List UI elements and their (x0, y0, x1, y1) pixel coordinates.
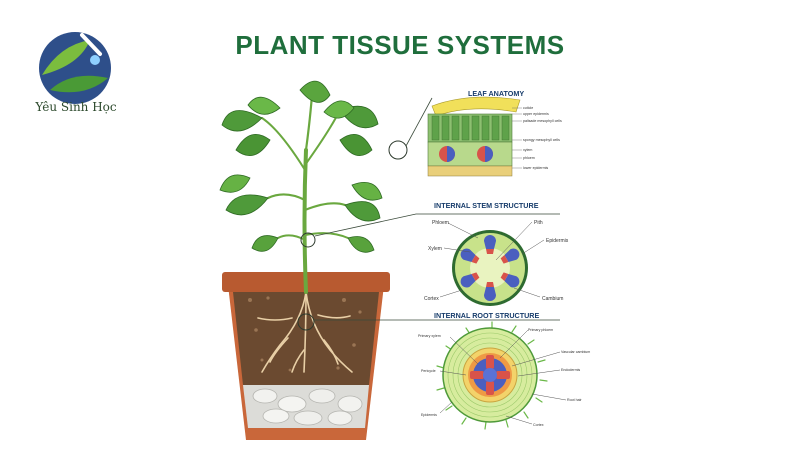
leaf-anatomy-heading: LEAF ANATOMY (468, 89, 524, 98)
leaf-label-xylem: xylem (523, 148, 532, 152)
stem-label-xylem: Xylem (428, 246, 442, 252)
plant-pot (222, 272, 390, 440)
root-label-epidermis: Epidermis (421, 413, 437, 417)
plant-stems (262, 95, 348, 292)
root-label-cortex: Cortex (533, 423, 544, 427)
root-label-vascular-cambium: Vascular cambium (561, 350, 590, 354)
leaf-label-cuticle: cuticle (523, 106, 533, 110)
root-structure-heading: INTERNAL ROOT STRUCTURE (434, 311, 539, 320)
root-label-endodermis: Endodermis (561, 368, 580, 372)
stem-label-epidermis: Epidermis (546, 238, 569, 244)
root-cross-section (437, 322, 547, 429)
gravel-stone (294, 411, 322, 425)
stem-label-cambium: Cambium (542, 296, 563, 302)
root-label-root-hair: Root hair (567, 398, 582, 402)
root-label-primary-phloem: Primary phloem (528, 328, 553, 332)
gravel-stone (309, 389, 335, 403)
stem-label-phloem: Phloem (432, 220, 449, 226)
leaf-label-upper-epidermis: upper epidermis (523, 112, 549, 116)
leaf-label-palisade: palisade mesophyll cells (523, 119, 562, 123)
stem-cross-section (452, 230, 528, 306)
leaf-label-phloem: phloem (523, 156, 535, 160)
leaf-anatomy-labels: cuticle upper epidermis palisade mesophy… (512, 106, 562, 170)
stem-structure-heading: INTERNAL STEM STRUCTURE (434, 201, 539, 210)
gravel-stone (328, 411, 352, 425)
gravel-stone (263, 409, 289, 423)
leaf-callout-circle (389, 141, 407, 159)
leaf-label-lower-epidermis: lower epidermis (523, 166, 548, 170)
gravel-stone (338, 396, 362, 412)
stem-label-pith: Pith (534, 220, 543, 226)
leaf-anatomy-illustration (428, 97, 520, 176)
leaf-label-spongy: spongy mesophyll cells (523, 138, 560, 142)
stem-label-cortex: Cortex (424, 296, 439, 302)
root-label-primary-xylem: Primary xylem (418, 334, 441, 338)
gravel-stone (253, 389, 277, 403)
root-label-pericycle: Pericycle (421, 369, 436, 373)
